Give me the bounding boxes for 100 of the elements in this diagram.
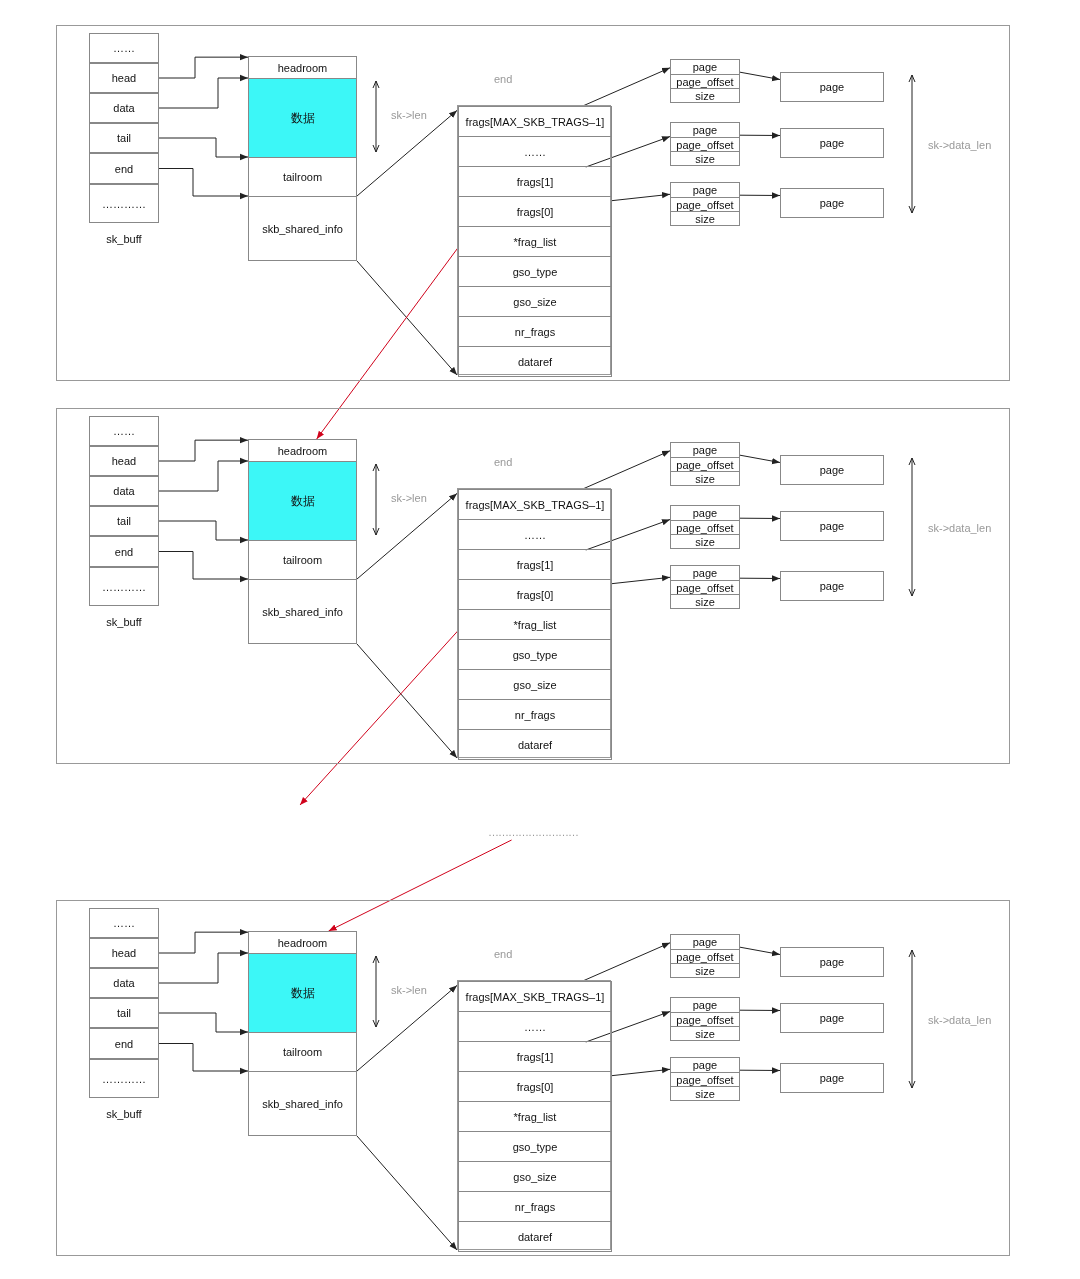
field-cell: page [780, 72, 884, 102]
struct-field: page [671, 443, 739, 458]
struct-field: page_offset [671, 1072, 739, 1087]
arrow [611, 575, 671, 585]
arrow [356, 984, 458, 1072]
field-cell: page [780, 571, 884, 601]
struct-caption: sk_buff [105, 616, 143, 628]
field-cell: frags[0] [458, 579, 612, 610]
arrow [585, 136, 671, 168]
field-cell: page [780, 1063, 884, 1093]
field-cell: …… [458, 1011, 612, 1042]
arrow [739, 515, 781, 522]
dimension-label: end [494, 456, 513, 468]
arrow [158, 1043, 249, 1075]
struct-table [457, 980, 611, 1250]
panel-frame [56, 25, 1010, 381]
field-cell: gso_size [458, 286, 612, 317]
frag-struct [670, 122, 740, 166]
field-cell: tail [89, 506, 159, 536]
arrow [356, 260, 458, 376]
field-cell: dataref [458, 346, 612, 377]
arrow [158, 551, 249, 583]
field-cell: tailroom [248, 157, 357, 197]
field-cell: page [780, 511, 884, 541]
struct-field: page [671, 1058, 739, 1073]
struct-field: page_offset [671, 137, 739, 152]
field-cell: *frag_list [458, 609, 612, 640]
field-cell: nr_frags [458, 1191, 612, 1222]
arrow [585, 519, 671, 551]
struct-field: size [671, 963, 739, 978]
struct-table [457, 488, 611, 758]
dimension-label: sk->len [391, 109, 427, 121]
arrow [582, 942, 671, 982]
struct-field: page [671, 123, 739, 138]
dimension-label: sk->data_len [928, 522, 992, 534]
arrow [158, 520, 249, 544]
field-cell: *frag_list [458, 1101, 612, 1132]
arrow [356, 643, 458, 759]
field-cell: nr_frags [458, 699, 612, 730]
field-cell: dataref [458, 1221, 612, 1252]
data-area: 数据 [248, 461, 357, 541]
struct-field: page [671, 998, 739, 1013]
field-cell: nr_frags [458, 316, 612, 347]
field-cell: …… [89, 908, 159, 938]
arrow [158, 436, 249, 462]
arrow [158, 1012, 249, 1036]
struct-field: page_offset [671, 949, 739, 964]
frag-struct [670, 505, 740, 549]
struct-caption: sk_buff [105, 233, 143, 245]
field-cell: end [89, 1028, 159, 1059]
field-cell: head [89, 446, 159, 476]
dimension-label: end [494, 73, 513, 85]
field-cell: …… [89, 33, 159, 63]
frag-struct [670, 59, 740, 103]
dimension-label: end [494, 948, 513, 960]
arrow [611, 192, 671, 202]
arrow [739, 71, 781, 82]
field-cell: frags[1] [458, 166, 612, 197]
struct-field: size [671, 88, 739, 103]
field-cell: …… [458, 136, 612, 167]
field-cell: frags[MAX_SKB_TRAGS–1] [458, 981, 612, 1012]
arrow [158, 53, 249, 79]
arrow [582, 67, 671, 107]
arrow [739, 192, 781, 199]
field-cell: frags[0] [458, 1071, 612, 1102]
arrow [158, 457, 249, 492]
field-cell: gso_size [458, 669, 612, 700]
frag-struct [670, 442, 740, 486]
struct-field: size [671, 211, 739, 226]
field-cell: end [89, 153, 159, 184]
struct-field: size [671, 594, 739, 609]
field-cell: frags[MAX_SKB_TRAGS–1] [458, 489, 612, 520]
arrow [158, 137, 249, 161]
panel-frame [56, 900, 1010, 1256]
arrow [158, 949, 249, 984]
field-cell: tail [89, 998, 159, 1028]
struct-field: page_offset [671, 197, 739, 212]
arrow [739, 132, 781, 139]
field-cell: head [89, 63, 159, 93]
struct-field: page_offset [671, 1012, 739, 1027]
field-cell: gso_type [458, 639, 612, 670]
field-cell: gso_size [458, 1161, 612, 1192]
data-area: 数据 [248, 953, 357, 1033]
field-cell: data [89, 93, 159, 123]
frag-struct [670, 182, 740, 226]
struct-field: page_offset [671, 520, 739, 535]
field-cell: frags[1] [458, 1041, 612, 1072]
dimension-label: sk->len [391, 984, 427, 996]
struct-field: size [671, 1026, 739, 1041]
struct-field: page [671, 183, 739, 198]
field-cell: dataref [458, 729, 612, 760]
arrow [158, 928, 249, 954]
field-cell: …… [458, 519, 612, 550]
struct-field: page_offset [671, 74, 739, 89]
arrow [582, 450, 671, 490]
field-cell: page [780, 455, 884, 485]
field-cell: tailroom [248, 1032, 357, 1072]
field-cell: skb_shared_info [248, 579, 357, 644]
arrow [158, 168, 249, 200]
field-cell: frags[0] [458, 196, 612, 227]
